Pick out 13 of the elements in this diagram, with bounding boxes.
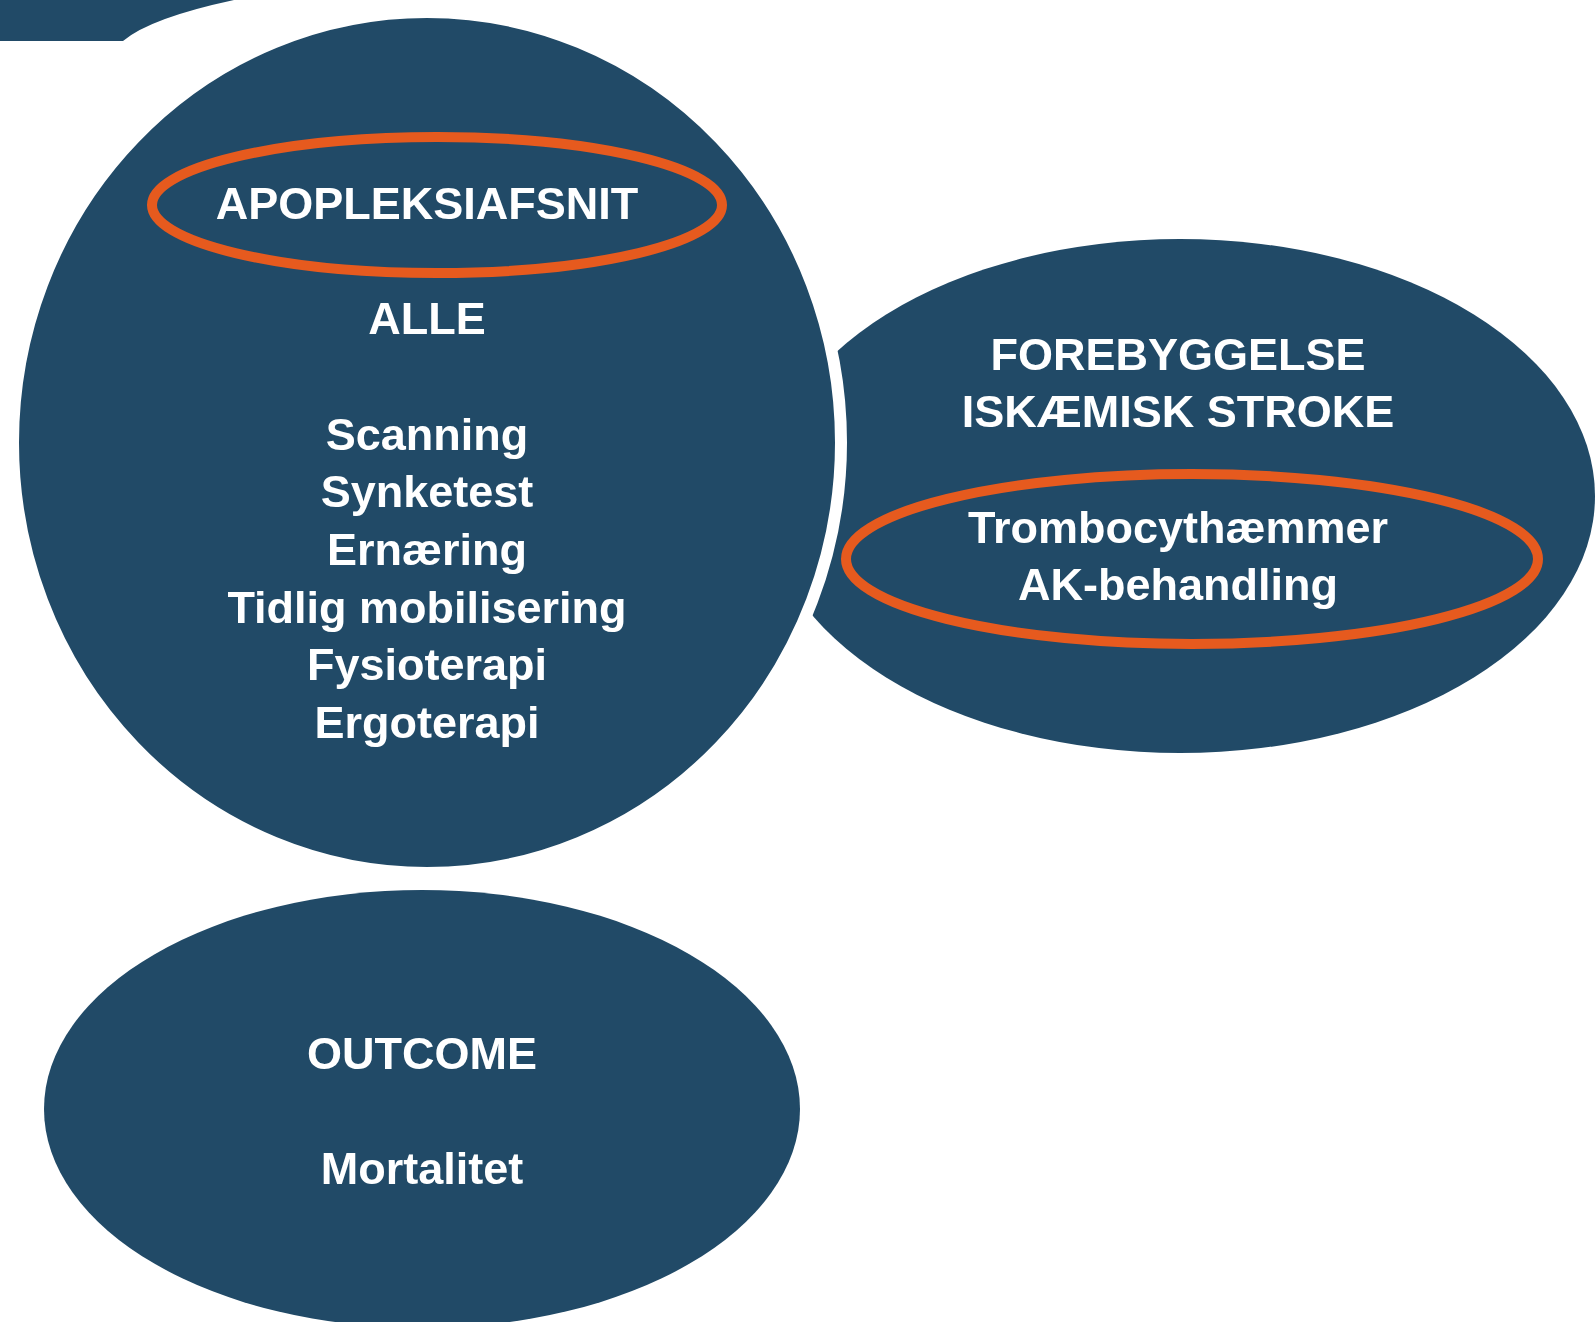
list-item: AK-behandling bbox=[1018, 557, 1338, 612]
list-item: Mortalitet bbox=[320, 1141, 524, 1196]
list-item: Fysioterapi bbox=[306, 637, 548, 692]
list-item: Scanning bbox=[325, 407, 529, 462]
list-item: Trombocythæmmer bbox=[967, 500, 1389, 555]
list-item: Ergoterapi bbox=[314, 695, 540, 750]
list-item: Tidlig mobilisering bbox=[227, 580, 627, 635]
heading-text: APOPLEKSIAFSNIT bbox=[215, 176, 639, 231]
list-item: Synketest bbox=[320, 464, 534, 519]
list-item: Ernæring bbox=[327, 522, 527, 577]
heading-text: OUTCOME bbox=[307, 1026, 537, 1081]
heading-text: ALLE bbox=[368, 291, 486, 346]
heading-text: FOREBYGGELSE ISKÆMISK STROKE bbox=[960, 328, 1396, 439]
